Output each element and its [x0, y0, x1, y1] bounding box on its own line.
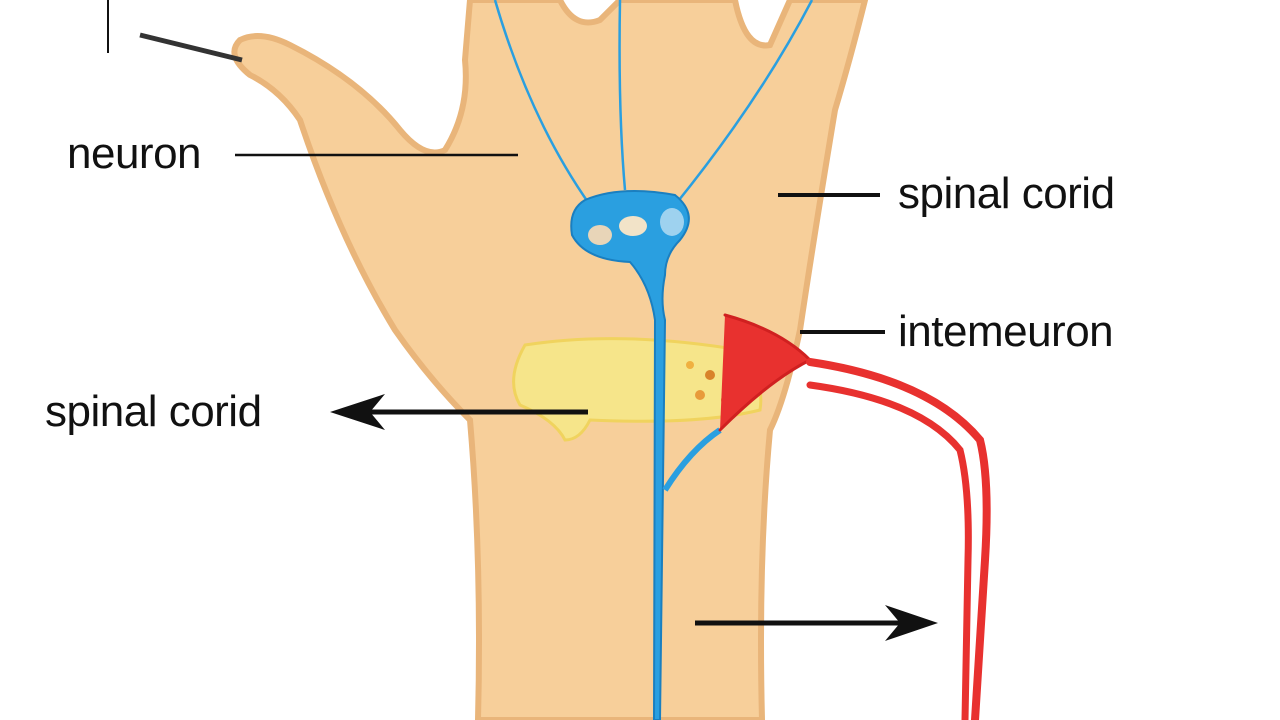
- sensory-fibers: [493, 0, 814, 206]
- label-spinal-cord-left: spinal corid: [45, 387, 262, 436]
- arrow-left-icon: [330, 394, 588, 430]
- label-neuron: neuron: [67, 129, 202, 178]
- arrow-right-icon: [695, 605, 938, 641]
- label-interneuron: intemeuron: [898, 307, 1114, 356]
- label-spinal-cord-right: spinal corid: [898, 169, 1115, 218]
- sensory-ganglion: [570, 190, 722, 720]
- motor-neuron: [718, 313, 991, 720]
- pointer-lines: [107, 0, 885, 334]
